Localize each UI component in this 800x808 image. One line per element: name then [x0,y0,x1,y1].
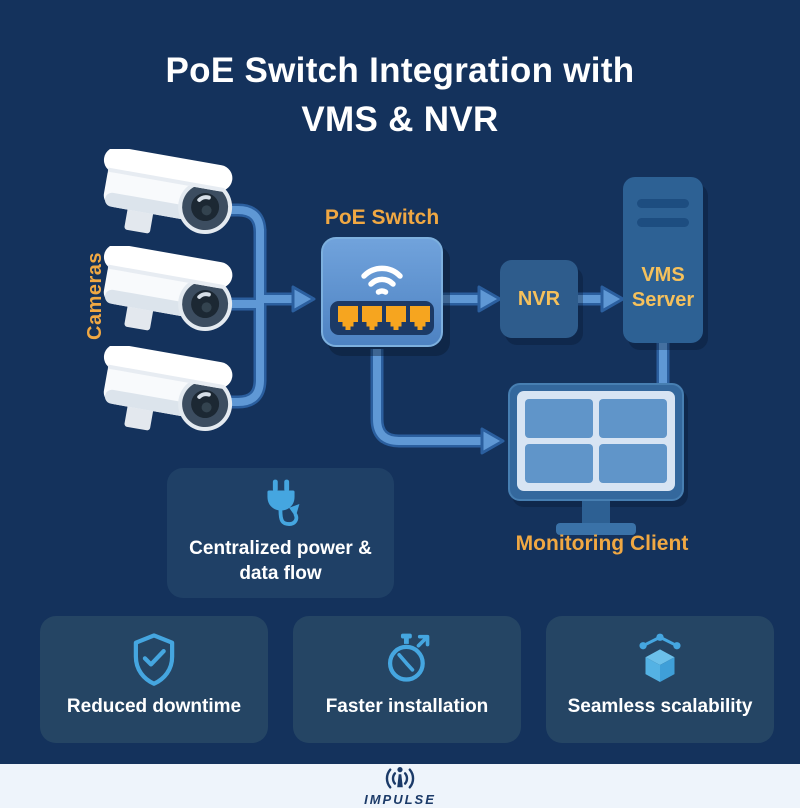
benefit-card-seamless-scalability: Seamless scalability [546,616,774,743]
monitoring-client-label: Monitoring Client [515,532,689,555]
arrowhead-switch-to-monitor [480,427,505,455]
cube-network-icon [639,633,681,682]
benefit-card-label: Seamless scalability [567,696,753,717]
shield-check-icon [133,633,175,686]
benefit-card-label: Faster installation [325,696,489,717]
title-line-2: VMS & NVR [301,100,499,139]
camera-icon-3 [103,346,233,432]
feature-card-label: Centralized power & data flow [189,538,372,584]
camera3-cable-inner [212,379,264,406]
benefit-card-label: Reduced downtime [66,696,242,717]
arrowhead-nvr-to-vms [600,285,625,313]
ethernet-port-icon-2 [362,306,382,330]
nvr-label: NVR [517,287,561,310]
arrowhead-switch-to-nvr [477,285,502,313]
feature-card-centralized-power: Centralized power & data flow [167,468,394,598]
ethernet-port-icon-4 [410,306,430,330]
monitor-frame [508,383,684,501]
server-slot [637,218,689,227]
switch-to-monitor-shaft-inner [373,349,482,445]
page-title: PoE Switch Integration with VMS & NVR [0,46,800,144]
video-tile [525,399,593,438]
video-tile [525,444,593,483]
server-slot [637,199,689,208]
monitor-stand-neck [582,501,610,525]
poe-switch-graphic [321,237,443,347]
ethernet-port-icon-1 [338,306,358,330]
antenna-signal-icon [385,767,415,789]
title-line-1: PoE Switch Integration with [165,51,635,90]
video-tile [599,399,667,438]
stopwatch-arrow-icon [387,633,430,682]
benefit-card-reduced-downtime: Reduced downtime [40,616,268,743]
video-tile [599,444,667,483]
ethernet-port-icon-3 [386,306,406,330]
poe-switch-node [321,237,443,347]
monitor-stand-base [556,523,636,535]
camera1-cable-inner [212,206,264,233]
monitor-screen [517,391,675,491]
camera-icon-2 [103,246,233,332]
vms-server-node: VMS Server [623,177,703,343]
camera-icon-1 [103,149,233,235]
switch-to-monitor-shaft [370,349,481,448]
wifi-icon [361,265,403,295]
monitoring-client-node [508,383,684,539]
vms-server-label: VMS Server [631,264,695,311]
brand-name: IMPULSE [364,792,436,807]
poe-switch-label: PoE Switch [324,206,440,229]
arrowhead-cameras-to-switch [291,285,316,313]
nvr-node: NVR [500,260,578,338]
power-plug-loop-icon [266,479,299,526]
footer-brand-bar: IMPULSE [0,764,800,808]
benefit-card-faster-installation: Faster installation [293,616,521,743]
